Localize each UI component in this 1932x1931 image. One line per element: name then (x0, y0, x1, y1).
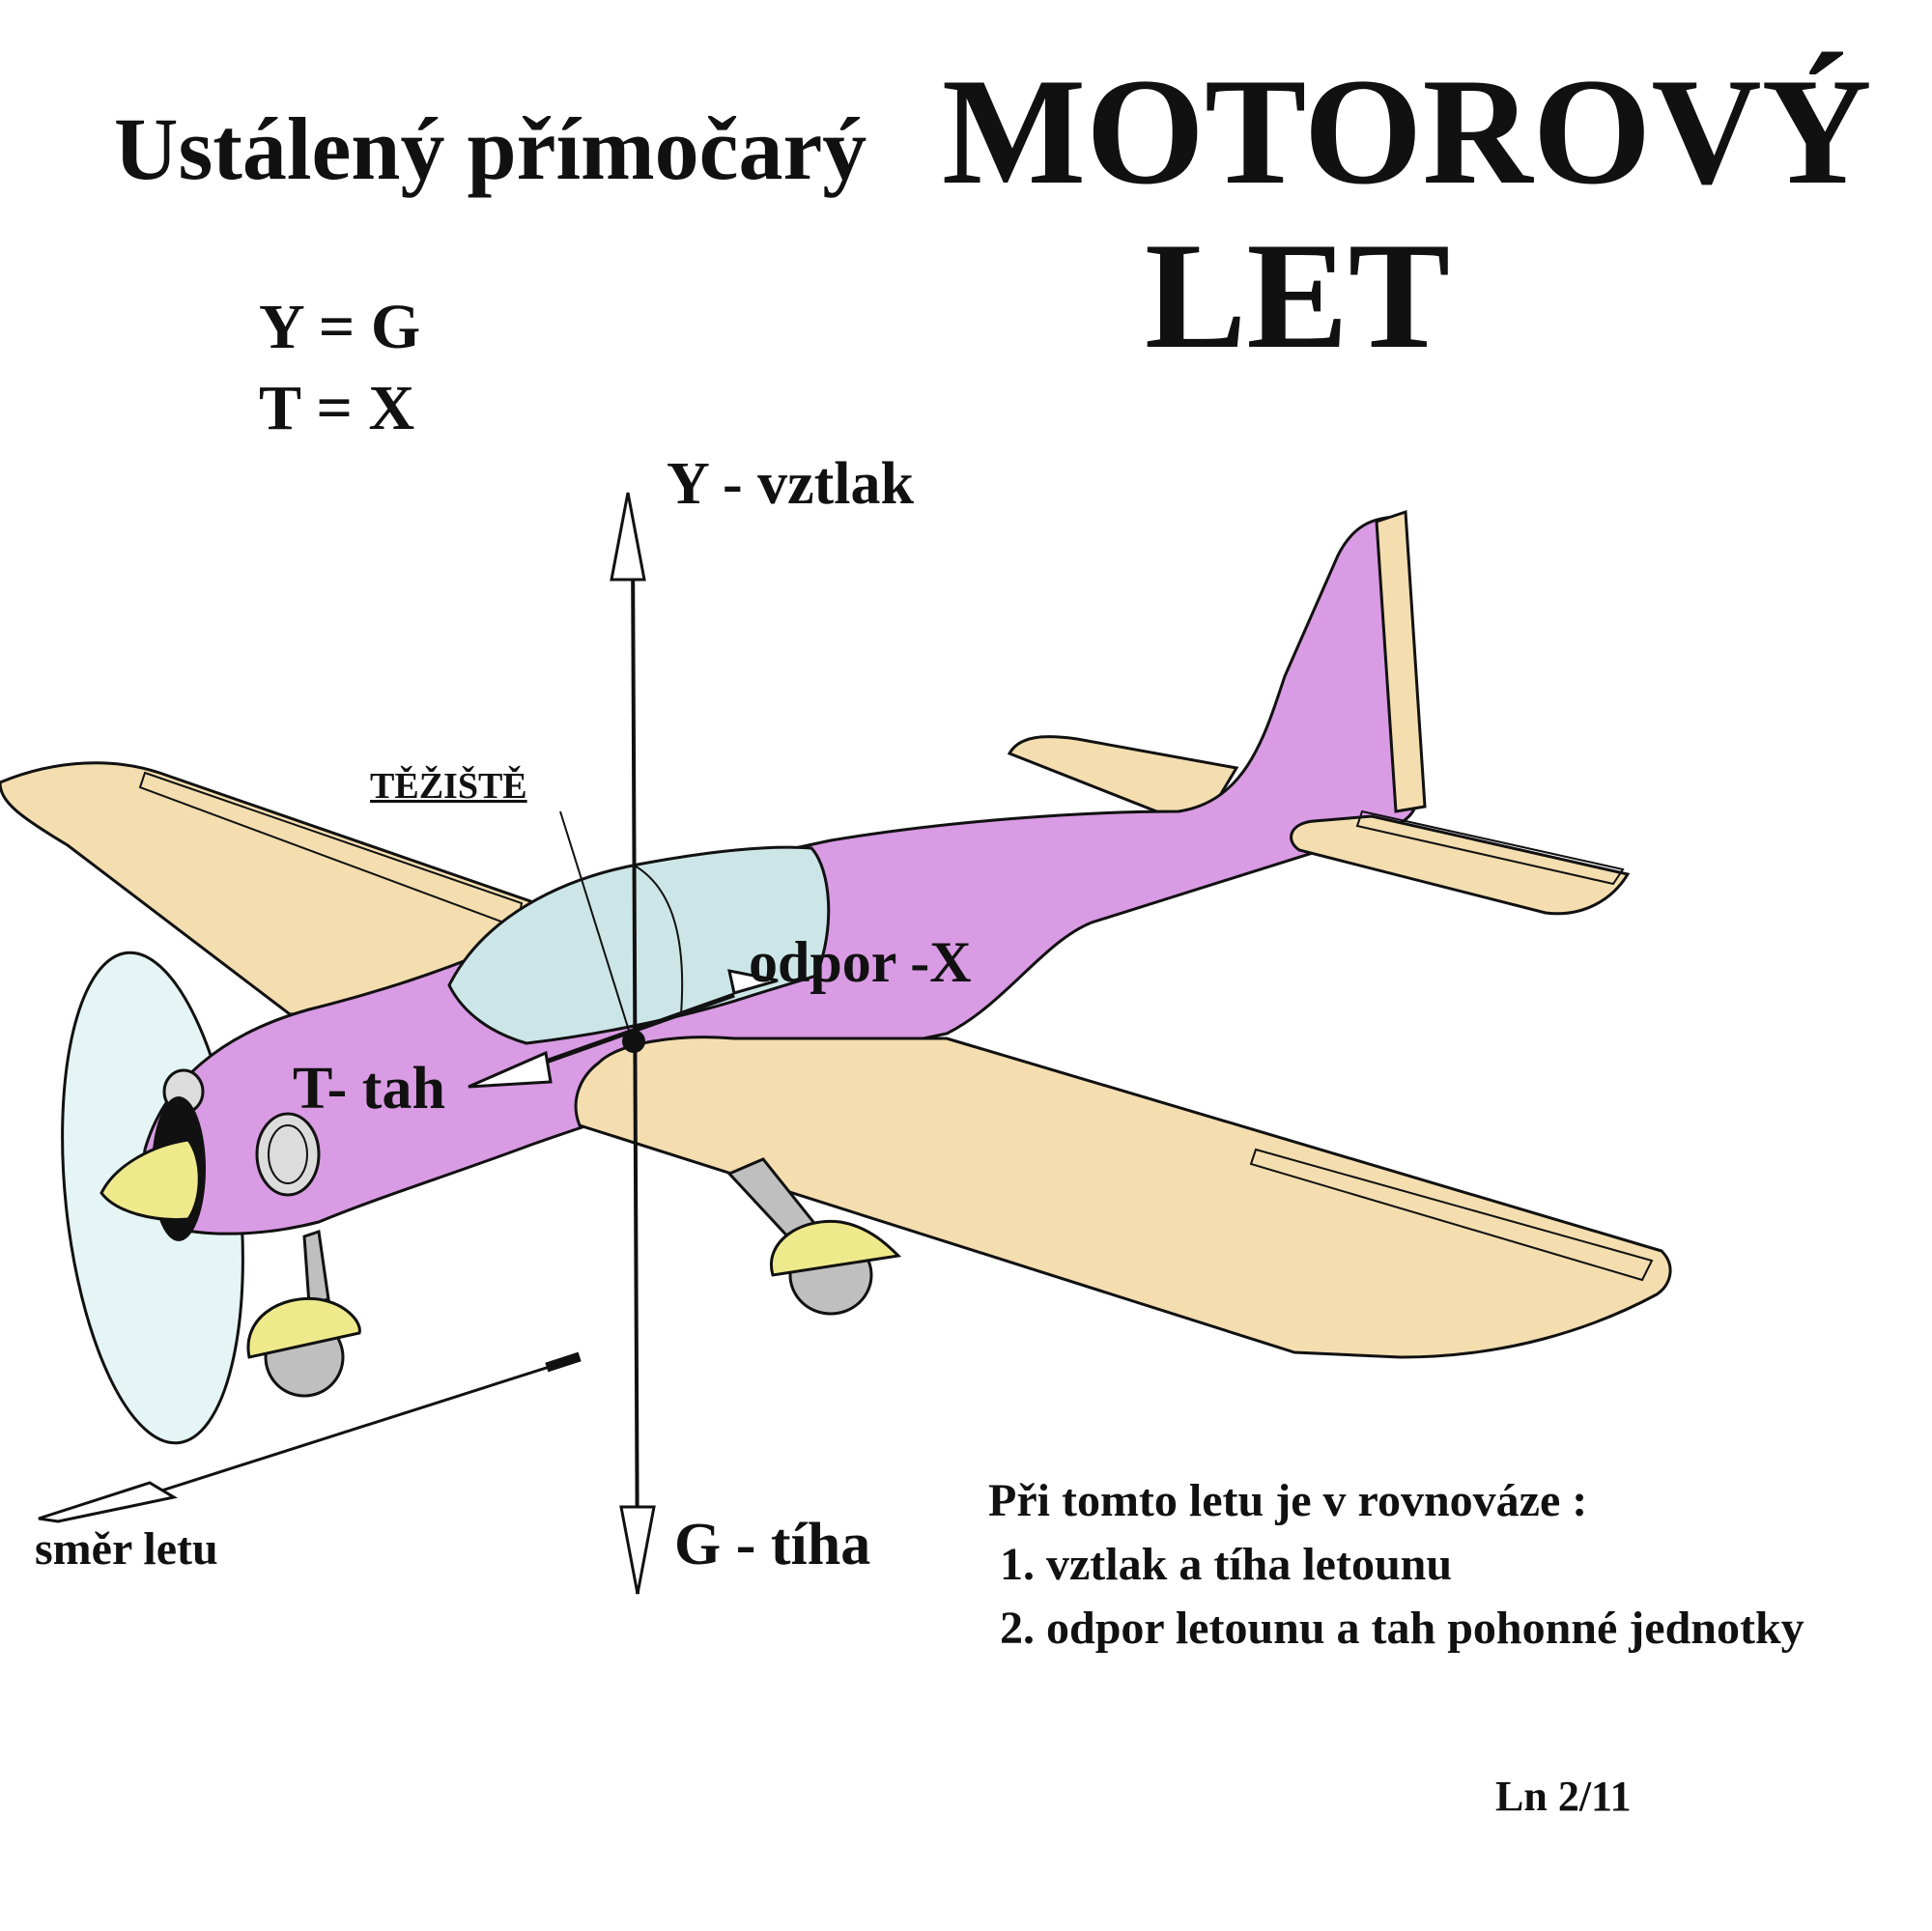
thrust-label: T- tah (293, 1056, 445, 1122)
diagram-title-line1: MOTOROVÝ (942, 47, 1872, 216)
equation-thrust-drag: T = X (259, 373, 415, 443)
engine-cylinder (255, 1112, 321, 1197)
drag-arrow-icon (727, 969, 779, 995)
left-stabilizer (1007, 735, 1239, 818)
lift-arrow-icon (610, 492, 646, 582)
equilibrium-item: 2. odpor letounu a tah pohonné jednotky (1000, 1603, 1804, 1654)
weight-arrow-icon (619, 1505, 656, 1595)
right-stabilizer (1290, 809, 1631, 916)
page-reference: Ln 2/11 (1495, 1773, 1632, 1820)
flight-direction-label: směr letu (35, 1523, 218, 1575)
rudder (1375, 509, 1427, 813)
left-landing-gear (246, 1230, 361, 1398)
equilibrium-item: 1. vztlak a tíha letounu (1000, 1539, 1453, 1590)
spinner (99, 1138, 201, 1221)
center-of-gravity-dot (622, 1030, 645, 1053)
flight-direction-line (125, 1355, 581, 1504)
diagram-title-line2: LET (1145, 212, 1451, 381)
drag-label: odpor -X (749, 930, 972, 994)
center-of-gravity-leader (559, 810, 631, 1035)
weight-label: G - tíha (674, 1512, 871, 1577)
lift-label: Y - vztlak (667, 451, 914, 517)
equation-lift-weight: Y = G (259, 292, 421, 362)
equilibrium-title: Při tomto letu je v rovnováze : (988, 1475, 1588, 1526)
right-landing-gear (726, 1157, 902, 1316)
flight-direction-arrow-icon (38, 1481, 179, 1523)
canopy-frame (632, 864, 684, 1015)
vertical-force-axis (631, 540, 639, 1595)
diagram-subtitle: Ustálený přímočarý (114, 99, 867, 198)
flight-direction-tail (545, 1351, 582, 1373)
thrust-arrow-icon (468, 1050, 553, 1089)
center-of-gravity-label: TĚŽIŠTĚ (370, 766, 527, 807)
right-wing (574, 1036, 1672, 1359)
